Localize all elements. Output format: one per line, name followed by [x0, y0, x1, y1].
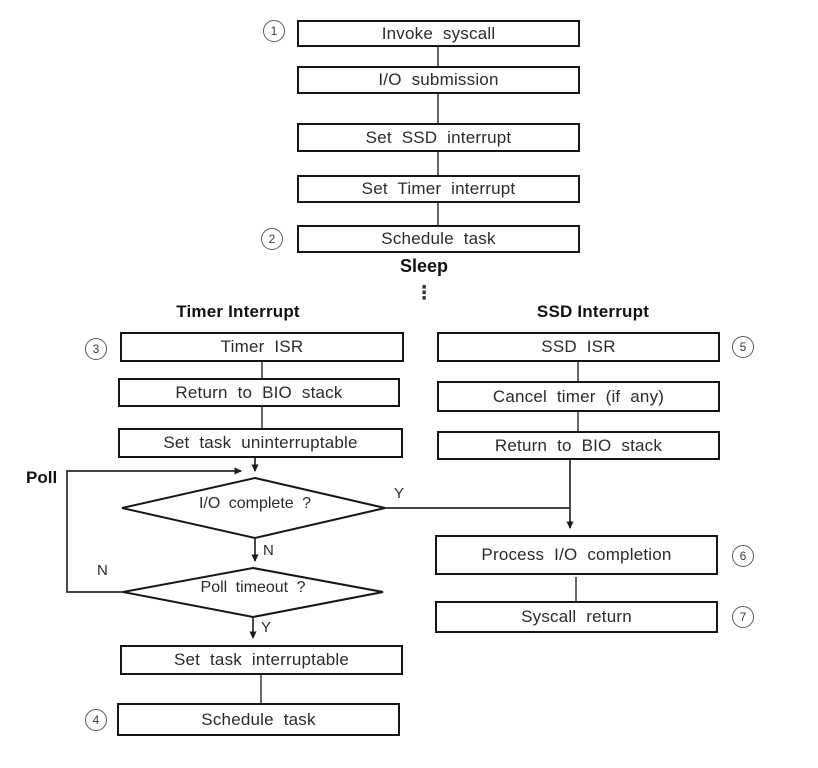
poll-timeout-decision-label: Poll timeout ?: [200, 579, 306, 596]
step-number-3: 3: [85, 338, 107, 360]
poll-timeout-yes-label: Y: [261, 619, 272, 636]
step-number-1: 1: [263, 20, 285, 42]
step-number-4: 4: [85, 709, 107, 731]
box-set-ssd-interrupt: Set SSD interrupt: [297, 123, 580, 152]
box-set-timer-interrupt: Set Timer interrupt: [297, 175, 580, 203]
io-complete-decision-label: I/O complete ?: [198, 495, 312, 512]
box-schedule-task-bottom: Schedule task: [117, 703, 400, 736]
step-number-6: 6: [732, 545, 754, 567]
timer-column-connectors: [260, 362, 263, 703]
poll-timeout-diamond: [122, 566, 384, 619]
step-number-7: 7: [732, 606, 754, 628]
box-ssd-isr: SSD ISR: [437, 332, 720, 362]
box-set-task-uninterruptable: Set task uninterruptable: [118, 428, 403, 458]
box-set-task-interruptable: Set task interruptable: [120, 645, 403, 675]
vertical-ellipsis: ⋮: [414, 283, 434, 304]
box-process-io-completion: Process I/O completion: [435, 535, 718, 575]
decision-diamonds: [121, 476, 386, 619]
step-number-2: 2: [261, 228, 283, 250]
io-complete-yes-label: Y: [394, 485, 405, 502]
box-syscall-return: Syscall return: [435, 601, 718, 633]
step-number-5: 5: [732, 336, 754, 358]
box-timer-isr: Timer ISR: [120, 332, 404, 362]
io-complete-no-label: N: [263, 542, 274, 559]
poll-loop-label: Poll: [26, 468, 58, 487]
box-schedule-task-top: Schedule task: [297, 225, 580, 253]
sleep-label: Sleep: [399, 256, 449, 276]
flow-arrows: [66, 458, 574, 639]
poll-timeout-no-label: N: [97, 562, 108, 579]
io-complete-diamond: [121, 476, 386, 540]
box-io-submission: I/O submission: [297, 66, 580, 94]
box-invoke-syscall: Invoke syscall: [297, 20, 580, 47]
ssd-column-connectors: [575, 362, 579, 601]
box-return-bio-stack-timer: Return to BIO stack: [118, 378, 400, 407]
box-cancel-timer: Cancel timer (if any): [437, 381, 720, 412]
box-return-bio-stack-ssd: Return to BIO stack: [437, 431, 720, 460]
ssd-interrupt-header: SSD Interrupt: [536, 302, 650, 321]
timer-interrupt-header: Timer Interrupt: [176, 302, 300, 321]
